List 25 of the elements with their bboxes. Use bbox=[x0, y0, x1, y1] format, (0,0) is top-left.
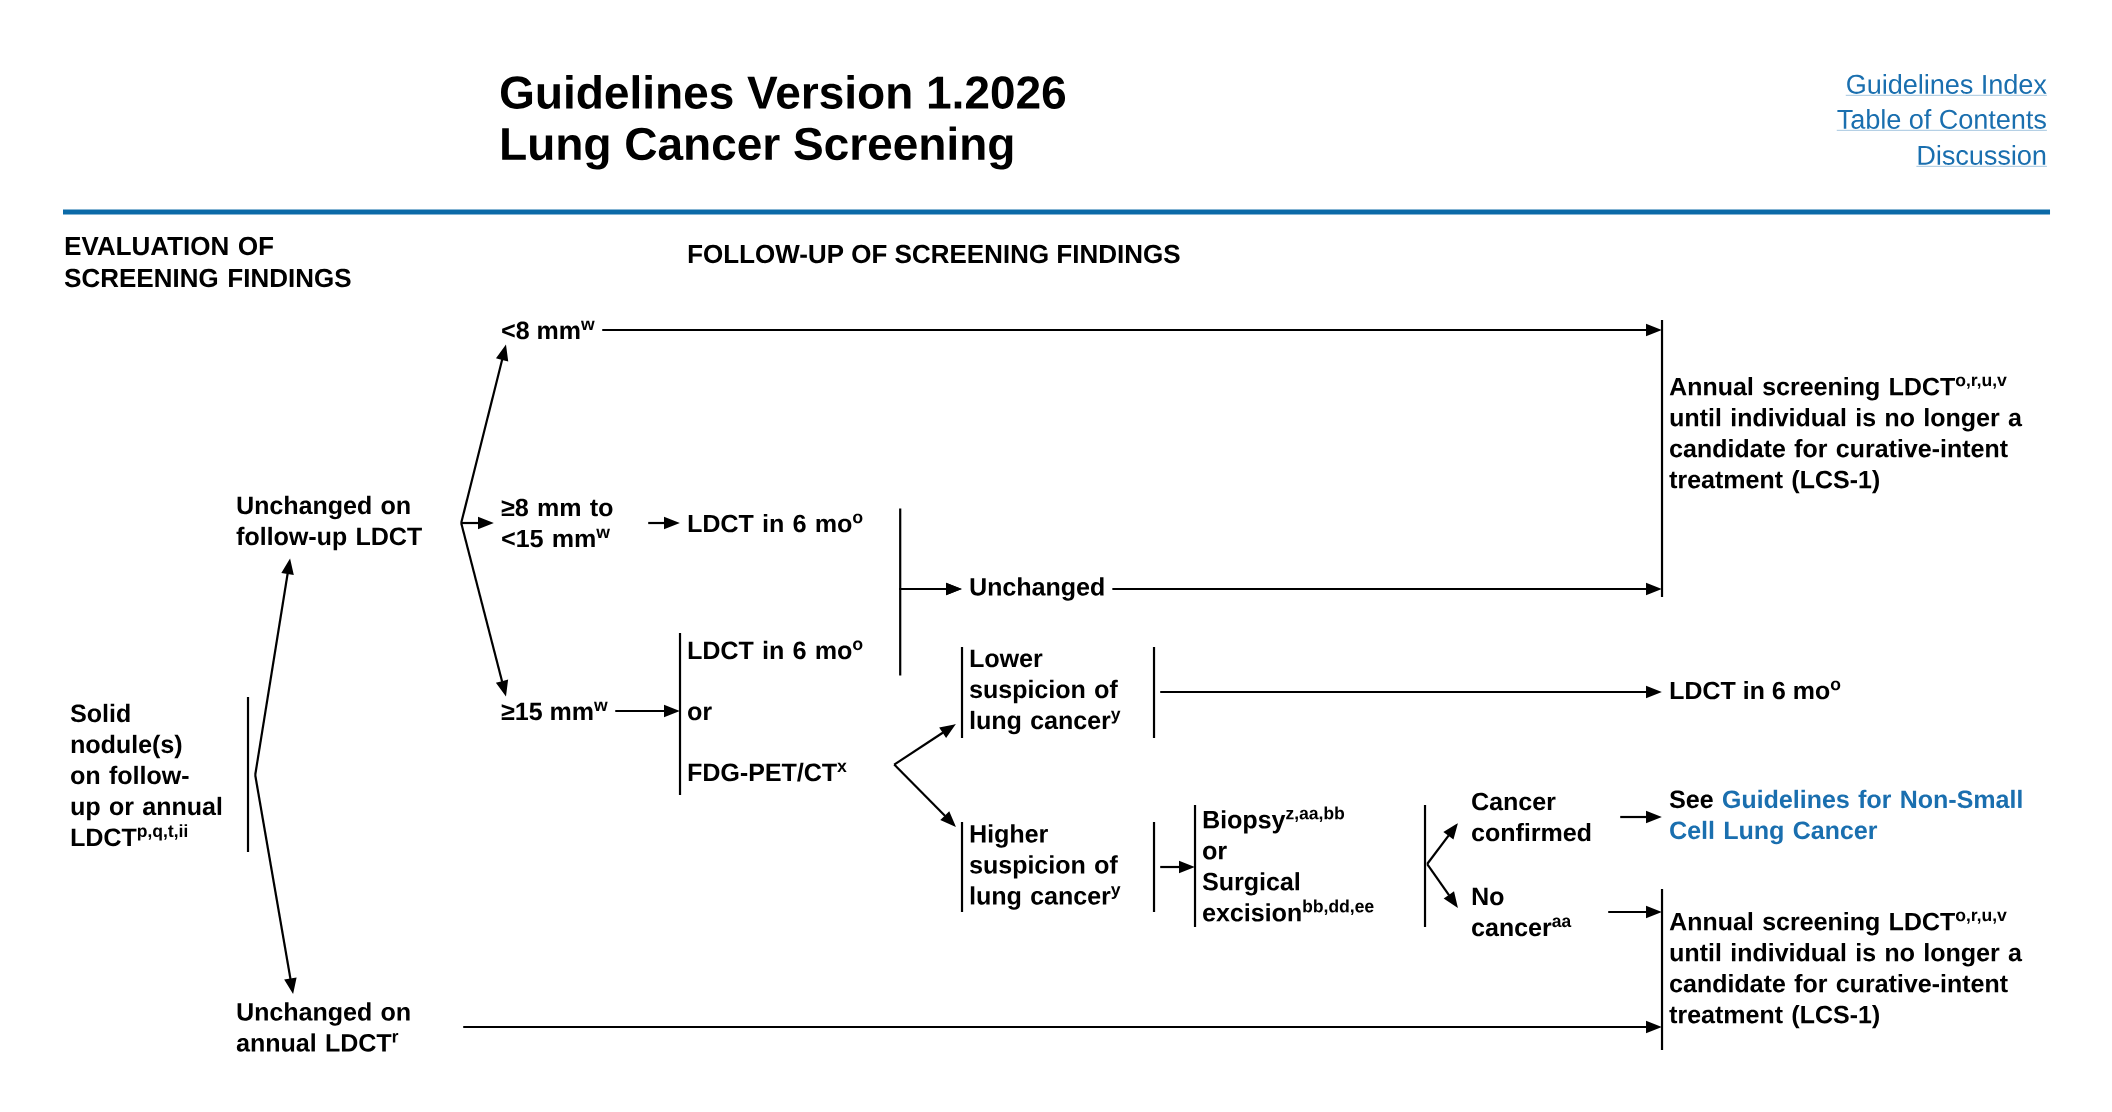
step-text: Unchanged bbox=[970, 577, 1104, 601]
link: Discussion bbox=[1916, 145, 2048, 167]
link: Guidelines Index bbox=[1845, 74, 2048, 96]
size-text: <8 mm$^{w}$ bbox=[502, 320, 595, 340]
finding-text: Unchanged on follow-up LDCT bbox=[236, 495, 422, 551]
title: Guidelines Version 1.2026 bbox=[501, 75, 1066, 109]
finding-text: Lower suspicion of lung cancer$^{y}$ bbox=[970, 649, 1121, 735]
recommendation-text: Annual screening LDCT$^{o,r,u,v}$ until individual is no longer a candidate for curative-intent treatment (LCS-1) bbox=[1669, 376, 2023, 494]
finding-text: Solid nodule(s) on follow-up or annual LDCT$^{p,q,t,ii}$ bbox=[70, 703, 222, 847]
link: Table of Contents bbox=[1836, 109, 2048, 131]
section-heading: EVALUATION OF SCREENING FINDINGS bbox=[64, 236, 351, 288]
reference-text: See Guidelines for Non-Small Cell Lung Cancer bbox=[1669, 789, 2022, 845]
size-text: ≥15 mm$^{w}$ bbox=[501, 701, 608, 721]
recommendation-text: Annual screening LDCT$^{o,r,u,v}$ until individual is no longer a candidate for curative-intent treatment (LCS-1) bbox=[1669, 911, 2023, 1029]
step-text: LDCT in 6 mo$^{o}$ bbox=[688, 513, 863, 533]
option-list: LDCT in 6 mo$^{o}$ or FDG-PET/CT$^{x}$ bbox=[688, 640, 863, 782]
step-text: LDCT in 6 mo$^{o}$ bbox=[1670, 680, 1841, 700]
option-list: Biopsy$^{z,aa,bb}$ or Surgical excision$^{bb,dd,ee}$ bbox=[1202, 806, 1374, 922]
finding-text: Higher suspicion of lung cancer$^{y}$ bbox=[970, 824, 1121, 910]
finding-text: Cancer confirmed bbox=[1472, 792, 1591, 842]
finding-text: No cancer$^{aa}$ bbox=[1472, 887, 1572, 937]
finding-text: Unchanged on annual LDCT$^{r}$ bbox=[236, 1002, 410, 1052]
page-subtitle: Lung Cancer Screening bbox=[502, 126, 1013, 170]
size-text: ≥8 mm to <15 mm$^{w}$ bbox=[501, 498, 613, 548]
section-heading: FOLLOW-UP OF SCREENING FINDINGS bbox=[688, 244, 1180, 264]
